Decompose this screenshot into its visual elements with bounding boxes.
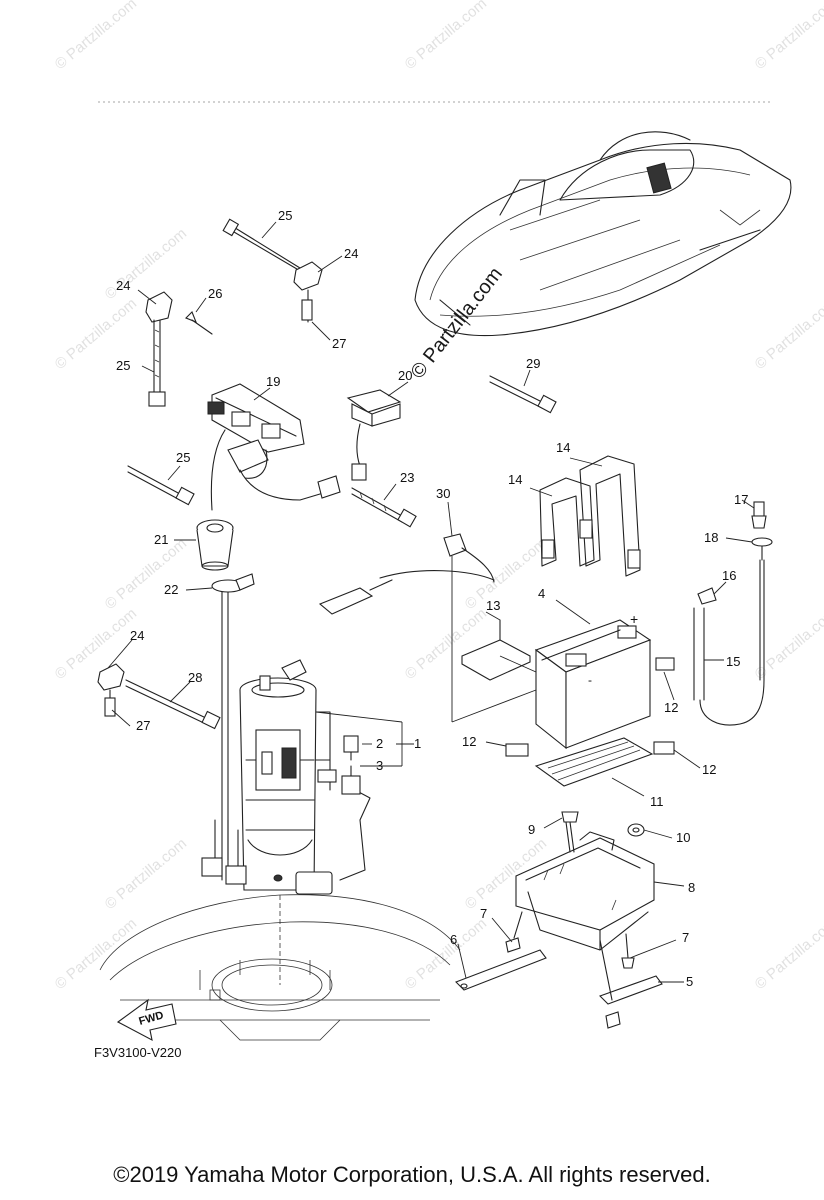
callout-12: 12	[702, 762, 716, 777]
bracket-6	[455, 949, 547, 991]
drawing-code: F3V3100-V220	[94, 1045, 181, 1060]
callout-18: 18	[704, 530, 718, 545]
switch-20	[346, 389, 402, 481]
forward-arrow: FWD	[116, 998, 177, 1042]
copyright-notice: ©2019 Yamaha Motor Corporation, U.S.A. A…	[113, 1162, 711, 1187]
callout-16: 16	[722, 568, 736, 583]
callout-1: 1	[414, 736, 421, 751]
vent-cap-17	[751, 501, 767, 529]
callout-24: 24	[130, 628, 144, 643]
callout-25: 25	[176, 450, 190, 465]
watermark-text: © Partzilla.com	[102, 835, 190, 913]
callout-labels: 25 24 24 26 27 25 19 20 29 14 25 14 23 3…	[116, 208, 748, 989]
cable-tie-29	[489, 375, 557, 414]
callout-13: 13	[486, 598, 500, 613]
callout-17: 17	[734, 492, 748, 507]
connector-2	[343, 735, 359, 761]
bolt-7-right	[621, 933, 635, 969]
watermark-text: © Partzilla.com	[102, 225, 190, 303]
callout-7: 7	[682, 930, 689, 945]
grommet-21	[196, 519, 234, 571]
callout-29: 29	[526, 356, 540, 371]
callout-2: 2	[376, 736, 383, 751]
watermark-text: © Partzilla.com	[52, 605, 140, 683]
callout-24: 24	[344, 246, 358, 261]
watercraft-illustration	[414, 131, 792, 337]
pin-26	[185, 311, 213, 335]
watermark-text: © Partzilla.com	[752, 915, 824, 993]
cable-tie-23	[351, 487, 417, 528]
hull-outline	[99, 894, 461, 1041]
callout-4: 4	[538, 586, 545, 601]
callout-8: 8	[688, 880, 695, 895]
watermark-text: © Partzilla.com	[752, 295, 824, 373]
callout-5: 5	[686, 974, 693, 989]
callout-3: 3	[376, 758, 383, 773]
callout-11: 11	[650, 794, 664, 809]
callout-6: 6	[450, 932, 457, 947]
sensor-30	[318, 533, 495, 722]
clamp-24-lower	[97, 663, 125, 717]
vent-hose-15	[693, 559, 765, 726]
callout-14: 14	[556, 440, 570, 455]
bracket-13	[461, 619, 531, 681]
callout-25: 25	[278, 208, 292, 223]
callout-12: 12	[664, 700, 678, 715]
watermark-text: © Partzilla.com	[407, 263, 507, 383]
battery-mat-11	[534, 737, 654, 787]
bracket-5	[598, 939, 663, 1029]
svg-text:-: -	[588, 673, 592, 687]
callout-12: 12	[462, 734, 476, 749]
clamp-22	[211, 573, 255, 593]
callout-7: 7	[480, 906, 487, 921]
callout-26: 26	[208, 286, 222, 301]
pad-12	[505, 743, 529, 757]
watermark-text: © Partzilla.com	[752, 605, 824, 683]
callout-23: 23	[400, 470, 414, 485]
pad-12	[653, 741, 675, 755]
watermark-text: © Partzilla.com	[52, 0, 140, 73]
bolt-9	[561, 811, 579, 853]
callout-22: 22	[164, 582, 178, 597]
washer-18	[751, 537, 773, 561]
callout-10: 10	[676, 830, 690, 845]
svg-text:+: +	[630, 611, 638, 627]
callout-30: 30	[436, 486, 450, 501]
battery-box-8	[515, 831, 655, 951]
fitting-16	[697, 587, 717, 605]
watermark-text: © Partzilla.com	[102, 535, 190, 613]
callout-27: 27	[136, 718, 150, 733]
callout-21: 21	[154, 532, 168, 547]
callout-15: 15	[726, 654, 740, 669]
fuel-pump-assembly-1	[239, 659, 371, 895]
pad-12	[655, 657, 675, 671]
harness-connector	[201, 819, 247, 885]
callout-25: 25	[116, 358, 130, 373]
cable-tie-28	[125, 679, 221, 730]
callout-14: 14	[508, 472, 522, 487]
leader-lines	[107, 221, 755, 983]
nut-10	[627, 823, 645, 837]
callout-20: 20	[398, 368, 412, 383]
battery-strap-14	[539, 455, 641, 577]
callout-28: 28	[188, 670, 202, 685]
clamp-24-top	[293, 261, 323, 323]
callout-9: 9	[528, 822, 535, 837]
callout-24: 24	[116, 278, 130, 293]
battery-4: - +	[534, 611, 652, 750]
cable-tie-25-top	[222, 218, 307, 277]
callout-27: 27	[332, 336, 346, 351]
cable-tie-25-middle	[127, 465, 195, 506]
cable-tie-25-vertical	[148, 319, 166, 407]
watermark-text: © Partzilla.com	[752, 0, 824, 73]
clamp-24-left	[145, 291, 173, 323]
sensor-assembly-19	[207, 383, 341, 511]
sensor-3	[341, 765, 361, 795]
watermark-text: © Partzilla.com	[52, 915, 140, 993]
callout-19: 19	[266, 374, 280, 389]
watermark-text: © Partzilla.com	[402, 0, 490, 73]
bolt-7-left	[505, 911, 523, 953]
